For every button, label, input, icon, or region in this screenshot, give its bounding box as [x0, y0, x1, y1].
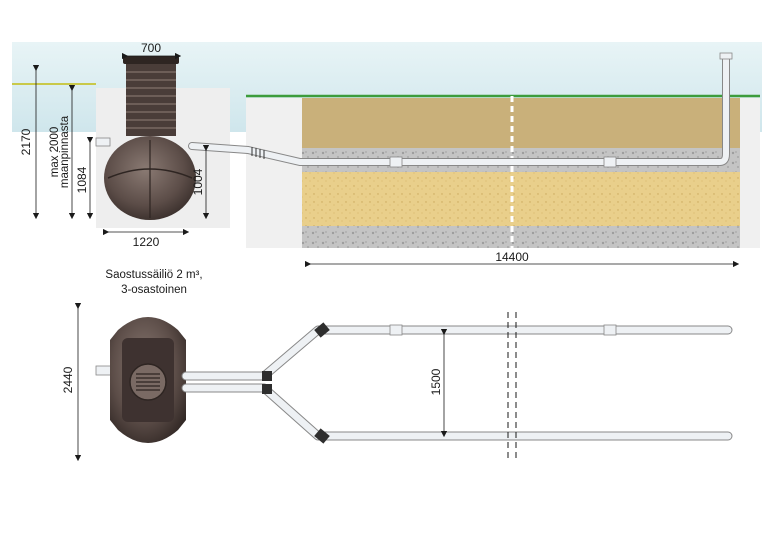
dim-pipe-spacing: 1500: [429, 368, 443, 395]
topsoil-layer: [302, 98, 740, 148]
plan-pipe-lower: [182, 384, 732, 440]
dim-tank-top-width: 700: [141, 41, 161, 55]
section-view: [12, 42, 762, 250]
pipe-joint-1: [389, 156, 403, 168]
tank-label-line2: 3-osastoinen: [121, 284, 187, 296]
plan-joint-2: [603, 324, 617, 336]
plan-dimensions: [74, 302, 448, 462]
section-dimensions: [32, 52, 740, 268]
dim-max-depth-sub: maanpinnasta: [59, 115, 71, 188]
vent-cap: [719, 52, 733, 60]
dim-max-depth: max 2000: [49, 127, 61, 178]
plan-joint-1: [389, 324, 403, 336]
inlet-pipe: [95, 137, 111, 147]
gravel-layer-bottom: [302, 226, 740, 248]
dim-outlet-height: 1004: [191, 168, 205, 195]
dim-inlet-height: 1084: [75, 166, 89, 193]
tank-label-line1: Saostussäiliö 2 m³,: [105, 269, 202, 281]
pipe-joint-2: [603, 156, 617, 168]
dim-tank-width: 1220: [133, 235, 160, 249]
dim-total-depth: 2170: [19, 128, 33, 155]
tank-riser: [123, 56, 179, 136]
plan-view: [95, 312, 733, 460]
outlet-pipe: [189, 143, 723, 165]
dim-total-length: 14400: [495, 250, 529, 264]
plan-pipe-upper: [182, 326, 732, 380]
dim-tank-length: 2440: [61, 366, 75, 393]
vent-pipe: [719, 58, 729, 165]
sand-filter-layer: [302, 172, 740, 226]
plan-inlet-pipe: [95, 365, 113, 376]
